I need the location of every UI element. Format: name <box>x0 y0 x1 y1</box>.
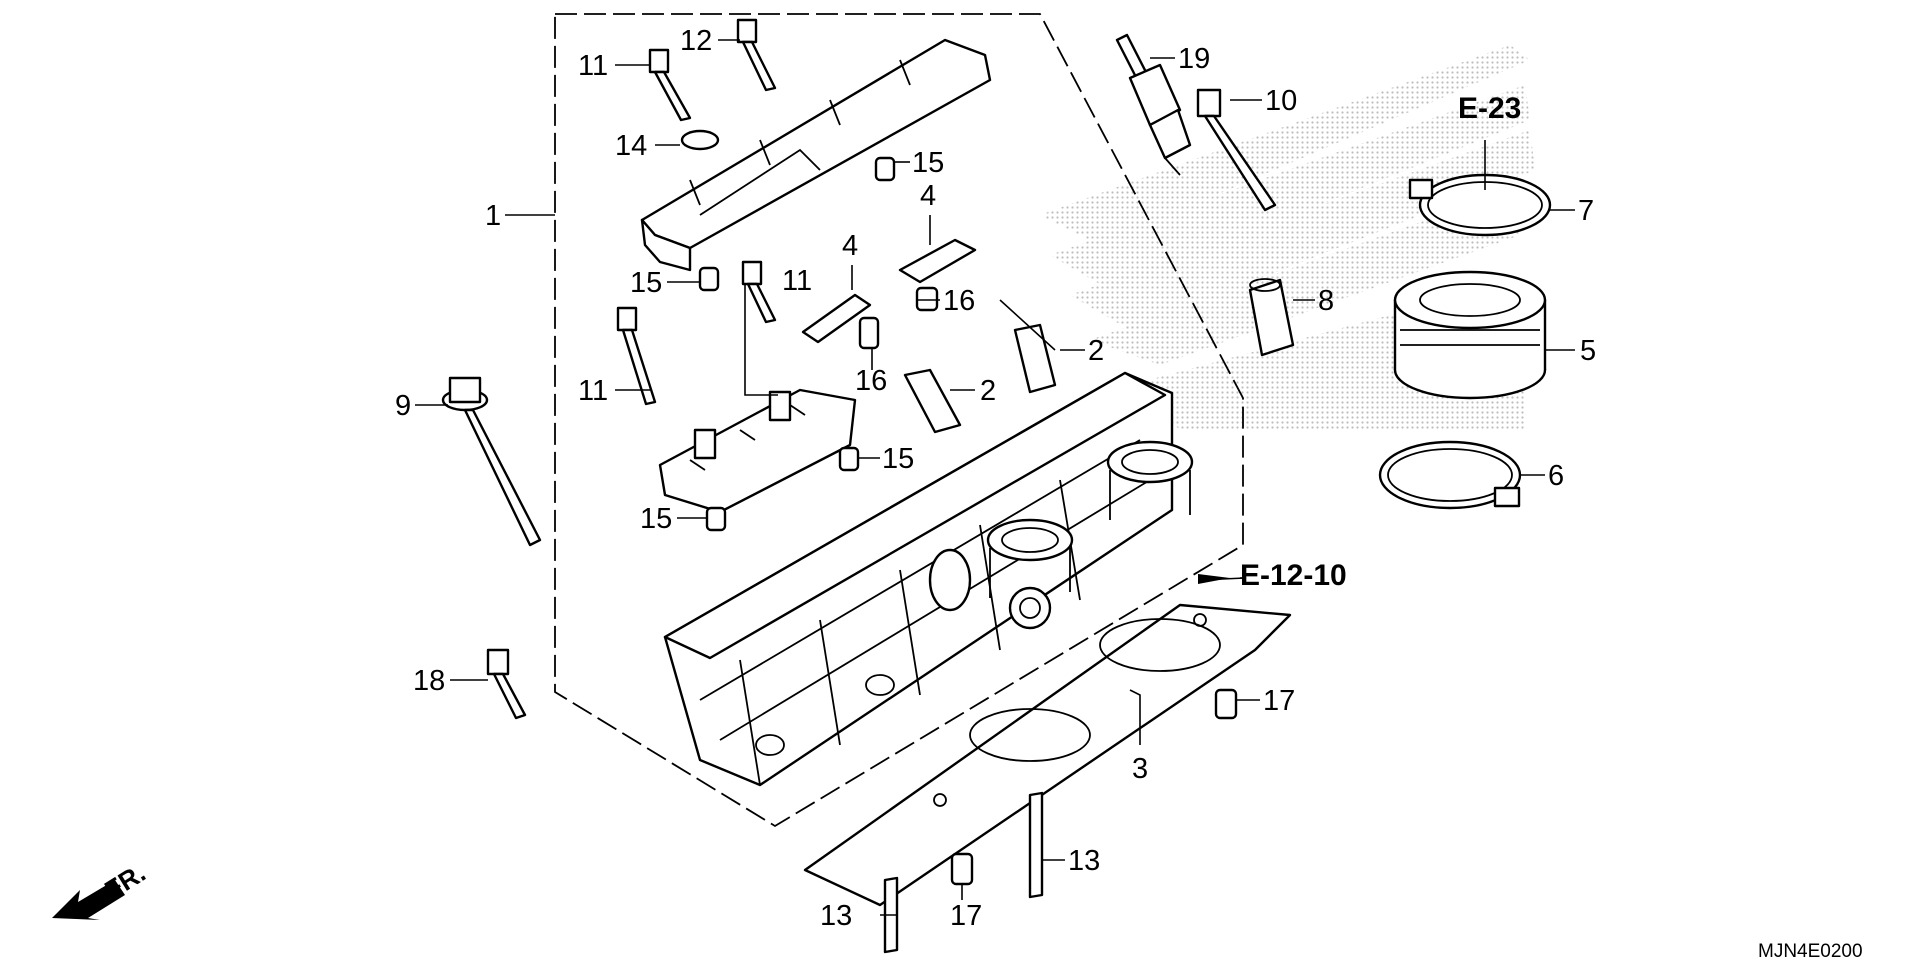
leader-lines <box>415 39 1575 916</box>
diagram-code: MJN4E0200 <box>1758 941 1863 960</box>
callout-13-left: 13 <box>820 900 852 932</box>
intake-insulator <box>1393 270 1547 400</box>
callout-11-bottom: 11 <box>578 375 608 407</box>
callout-11-middle: 11 <box>782 265 812 297</box>
callout-13-right: 13 <box>1068 845 1100 877</box>
callout-15-left: 15 <box>630 267 662 299</box>
reference-e-23[interactable]: E-23 <box>1458 92 1521 125</box>
callout-15-top: 15 <box>912 147 944 179</box>
callout-15-bottom: 15 <box>640 503 672 535</box>
bolt-10 <box>1196 88 1277 212</box>
callout-7: 7 <box>1578 195 1594 227</box>
cylinder-head <box>663 371 1194 787</box>
bushing <box>1248 278 1295 357</box>
cover-gaskets <box>801 238 977 344</box>
callout-5: 5 <box>1580 335 1596 367</box>
callout-17-bottom: 17 <box>950 900 982 932</box>
callout-10: 10 <box>1265 85 1297 117</box>
callout-4-right: 4 <box>920 180 936 212</box>
callout-19: 19 <box>1178 43 1210 75</box>
callout-3: 3 <box>1132 753 1148 785</box>
callout-16-left: 16 <box>855 365 887 397</box>
callout-6: 6 <box>1548 460 1564 492</box>
callout-14: 14 <box>615 130 647 162</box>
callout-12: 12 <box>680 25 712 57</box>
long-bolt <box>441 376 542 547</box>
callout-17-right: 17 <box>1263 685 1295 717</box>
spark-plug <box>1115 33 1192 176</box>
callout-2-lower: 2 <box>980 375 996 407</box>
reference-e-12-10[interactable]: E-12-10 <box>1240 559 1347 592</box>
arrow-e-12-10 <box>1198 574 1230 584</box>
cam-holder-upper <box>640 38 992 272</box>
dowel-pins <box>698 156 1238 886</box>
cam-holder-lower <box>658 388 857 514</box>
washer <box>680 129 720 151</box>
callout-2-upper: 2 <box>1088 335 1104 367</box>
callout-labels: 1 2 2 3 4 4 5 6 7 8 9 10 11 11 11 12 13 … <box>395 25 1596 932</box>
head-gasket <box>803 603 1292 907</box>
callout-15-mid: 15 <box>882 443 914 475</box>
assembly-outline <box>554 13 1244 828</box>
callout-9: 9 <box>395 390 411 422</box>
clamp-lower <box>1378 440 1522 510</box>
callout-8: 8 <box>1318 285 1334 317</box>
callout-16-right: 16 <box>943 285 975 317</box>
callout-1: 1 <box>485 200 501 232</box>
valve-guides <box>903 323 1057 434</box>
small-bolts <box>486 18 777 720</box>
front-arrow-icon <box>52 880 125 920</box>
callout-11-top: 11 <box>578 50 608 82</box>
callout-4-left: 4 <box>842 230 858 262</box>
callout-18: 18 <box>413 665 445 697</box>
